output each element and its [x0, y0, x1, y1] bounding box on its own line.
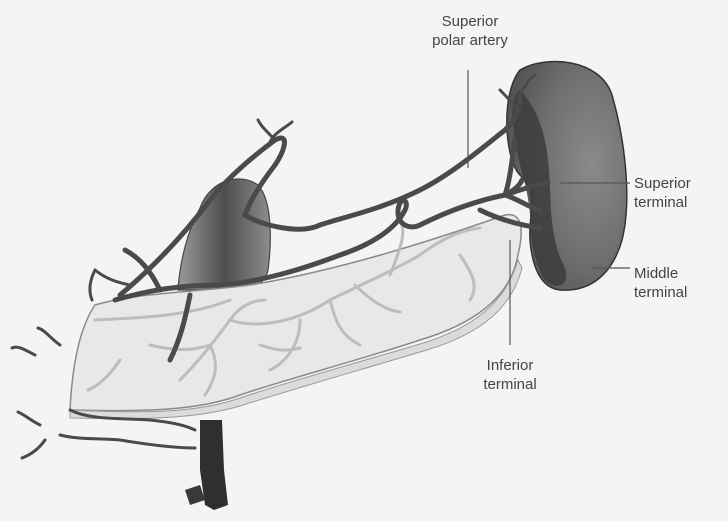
label-inferior-terminal-line2: terminal: [450, 375, 570, 394]
label-superior-polar-artery: Superior polar artery: [400, 12, 540, 50]
spleen: [507, 62, 627, 291]
label-middle-terminal: Middle terminal: [634, 264, 687, 302]
label-inferior-terminal-line1: Inferior: [450, 356, 570, 375]
label-superior-polar-artery-line2: polar artery: [400, 31, 540, 50]
label-inferior-terminal: Inferior terminal: [450, 356, 570, 394]
label-superior-terminal: Superior terminal: [634, 174, 691, 212]
label-superior-polar-artery-line1: Superior: [400, 12, 540, 31]
label-middle-terminal-line2: terminal: [634, 283, 687, 302]
label-middle-terminal-line1: Middle: [634, 264, 687, 283]
mesenteric-trunk: [185, 420, 228, 510]
label-superior-terminal-line1: Superior: [634, 174, 691, 193]
label-superior-terminal-line2: terminal: [634, 193, 691, 212]
